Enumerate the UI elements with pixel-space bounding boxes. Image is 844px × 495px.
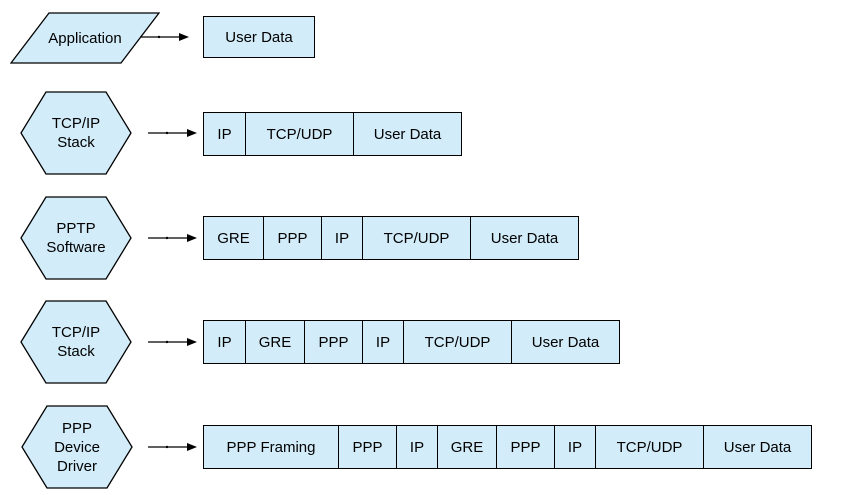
hexagon-shape [20, 91, 132, 175]
packet-strip-tcpip-2: IP GRE PPP IP TCP/UDP User Data [203, 320, 620, 364]
segment-ppp: PPP [496, 426, 554, 468]
stage-label-line: Device [54, 438, 100, 456]
stage-label-line: PPP [61, 419, 92, 437]
stage-label-line: PPTP [56, 220, 96, 237]
parallelogram-shape [10, 12, 160, 64]
stage-label: TCP/IP Stack [20, 91, 132, 175]
right-arrow-icon [148, 441, 198, 453]
segment-ip: IP [554, 426, 595, 468]
stage-label-line: Stack [57, 343, 95, 360]
segment-user-data: User Data [353, 113, 461, 155]
segment-ppp: PPP [263, 217, 321, 259]
stage-label: TCP/IP Stack [20, 300, 132, 384]
stage-label: PPTP Software [20, 196, 132, 280]
stage-label-line: Application [48, 29, 122, 47]
stage-label-line: Driver [57, 457, 97, 475]
hexagon-shape [21, 405, 133, 489]
stage-label: PPP Device Driver [21, 405, 133, 489]
segment-ip: IP [396, 426, 437, 468]
right-arrow-icon [148, 232, 198, 244]
stage-label-line: TCP/IP [51, 324, 101, 341]
segment-gre: GRE [437, 426, 496, 468]
stage-shape-tcpip-stack: TCP/IP Stack [20, 91, 132, 175]
segment-ip: IP [362, 321, 403, 363]
packet-strip-ppp: PPP Framing PPP IP GRE PPP IP TCP/UDP Us… [203, 425, 812, 469]
stage-shape-application: Application [10, 12, 160, 64]
segment-user-data: User Data [470, 217, 578, 259]
segment-ip: IP [204, 113, 245, 155]
stage-label: Application [10, 12, 160, 64]
packet-strip-tcpip: IP TCP/UDP User Data [203, 112, 462, 156]
segment-user-data: User Data [511, 321, 619, 363]
segment-user-data: User Data [703, 426, 811, 468]
segment-tcp-udp: TCP/UDP [595, 426, 703, 468]
hexagon-shape [20, 196, 132, 280]
right-arrow-icon [148, 336, 198, 348]
segment-ppp-framing: PPP Framing [204, 426, 338, 468]
packet-strip-pptp: GRE PPP IP TCP/UDP User Data [203, 216, 579, 260]
segment-ip: IP [204, 321, 245, 363]
packet-strip-application: User Data [203, 16, 315, 58]
segment-tcp-udp: TCP/UDP [362, 217, 470, 259]
segment-gre: GRE [245, 321, 304, 363]
segment-user-data: User Data [204, 17, 314, 57]
segment-tcp-udp: TCP/UDP [245, 113, 353, 155]
right-arrow-icon [140, 31, 190, 43]
segment-ppp: PPP [304, 321, 362, 363]
stage-shape-tcpip-stack-2: TCP/IP Stack [20, 300, 132, 384]
segment-ppp: PPP [338, 426, 396, 468]
segment-gre: GRE [204, 217, 263, 259]
right-arrow-icon [148, 127, 198, 139]
stage-label-line: Software [46, 239, 106, 256]
stage-shape-pptp-software: PPTP Software [20, 196, 132, 280]
stage-label-line: TCP/IP [51, 115, 101, 132]
segment-tcp-udp: TCP/UDP [403, 321, 511, 363]
stage-shape-ppp-device-driver: PPP Device Driver [21, 405, 133, 489]
stage-label-line: Stack [57, 134, 95, 151]
hexagon-shape [20, 300, 132, 384]
segment-ip: IP [321, 217, 362, 259]
